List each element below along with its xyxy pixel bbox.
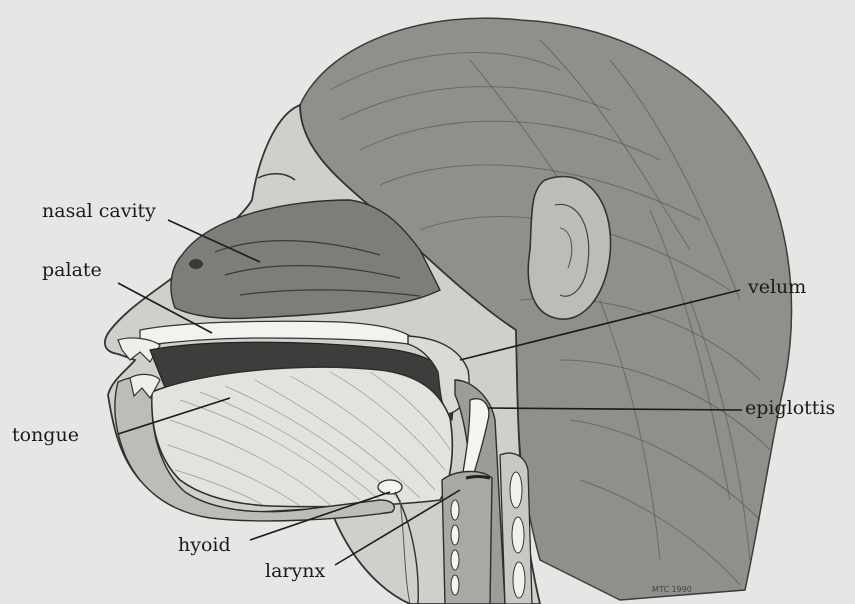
tongue-shape — [152, 367, 453, 506]
label-larynx: larynx — [265, 562, 325, 581]
label-hyoid: hyoid — [178, 536, 231, 555]
label-tongue: tongue — [12, 426, 79, 445]
spine — [500, 453, 532, 604]
hyoid-bone — [378, 480, 402, 494]
label-velum: velum — [748, 278, 806, 297]
larynx-shape — [442, 471, 492, 604]
label-nasal-cavity: nasal cavity — [42, 202, 156, 221]
label-epiglottis: epiglottis — [745, 399, 835, 418]
artist-signature: MTC 1990 — [652, 585, 692, 594]
label-palate: palate — [42, 261, 102, 280]
